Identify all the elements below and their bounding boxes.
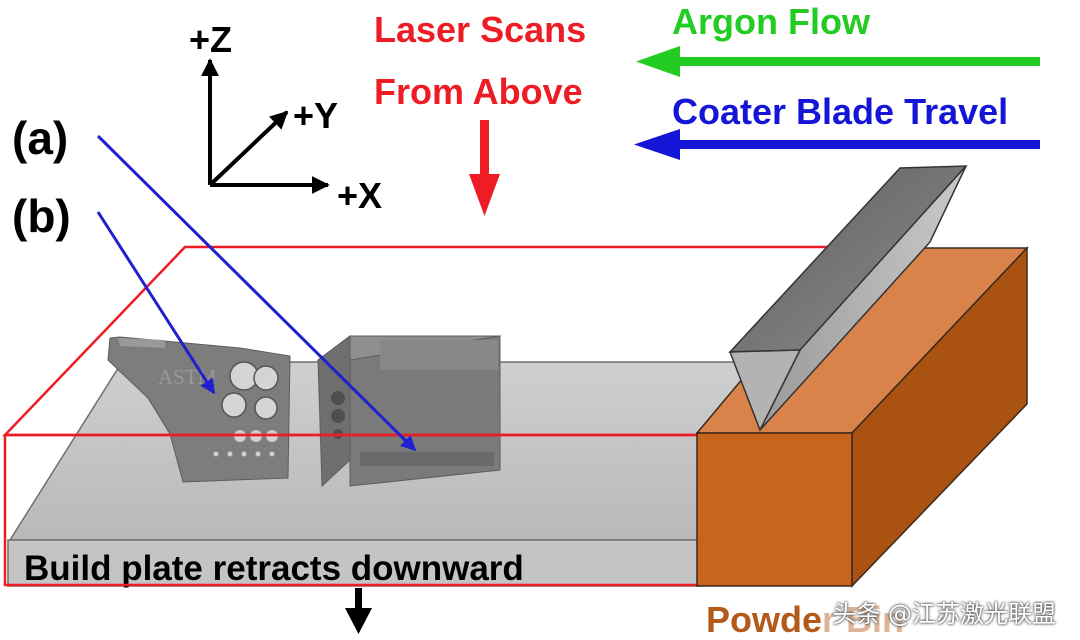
build-plate-front — [7, 539, 701, 587]
laser-indicator: Laser Scans From Above — [374, 9, 586, 216]
part-left-hole — [253, 365, 279, 391]
label-a: (a) — [12, 112, 68, 164]
laser-label-line1: Laser Scans — [374, 9, 586, 50]
part-right-ribs — [380, 340, 498, 370]
printed-part-right — [316, 335, 502, 488]
pointer-arrows — [96, 134, 417, 452]
part-left-hole — [221, 392, 247, 418]
laser-arrow-shaft — [480, 120, 489, 176]
part-left-hole — [227, 451, 233, 457]
pointer-arrow-a — [96, 134, 417, 452]
part-left-hole — [254, 396, 278, 420]
coater-blade-end-face — [728, 349, 802, 432]
argon-arrow-shaft — [678, 57, 1040, 66]
part-left-hole — [213, 451, 219, 457]
coater-blade — [728, 165, 968, 432]
retract-arrow-head — [345, 608, 372, 634]
coater-arrow-shaft — [678, 140, 1040, 149]
build-plate-label: Build plate retracts downward — [24, 549, 524, 588]
y-axis — [208, 110, 289, 187]
coater-travel-label: Coater Blade Travel — [672, 91, 1008, 132]
argon-flow-indicator: Argon Flow — [636, 1, 1040, 77]
retract-arrow — [345, 588, 372, 634]
coordinate-axes: +Z +Y +X — [189, 19, 382, 216]
part-left-top-notch — [118, 338, 165, 348]
part-right-slots — [360, 452, 494, 466]
part-right-hole — [331, 391, 345, 405]
argon-arrow-head — [636, 46, 680, 77]
laser-label-line2: From Above — [374, 71, 583, 112]
part-left-hole — [255, 451, 261, 457]
pointer-arrow-b — [96, 211, 216, 395]
part-left-hole — [241, 451, 247, 457]
coater-travel-indicator: Coater Blade Travel — [634, 91, 1040, 160]
z-axis-label: +Z — [189, 19, 232, 60]
powder-bin-front — [696, 432, 853, 587]
part-left-hole — [269, 451, 275, 457]
label-b: (b) — [12, 190, 71, 242]
y-axis-label: +Y — [293, 95, 338, 136]
watermark: 头条 @江苏激光联盟 — [822, 590, 1066, 633]
coater-arrow-head — [634, 129, 680, 160]
argon-flow-label: Argon Flow — [672, 1, 871, 42]
part-right-hole — [331, 409, 345, 423]
retract-arrow-shaft — [355, 588, 362, 610]
x-axis-label: +X — [337, 175, 382, 216]
laser-arrow-head — [469, 174, 500, 216]
